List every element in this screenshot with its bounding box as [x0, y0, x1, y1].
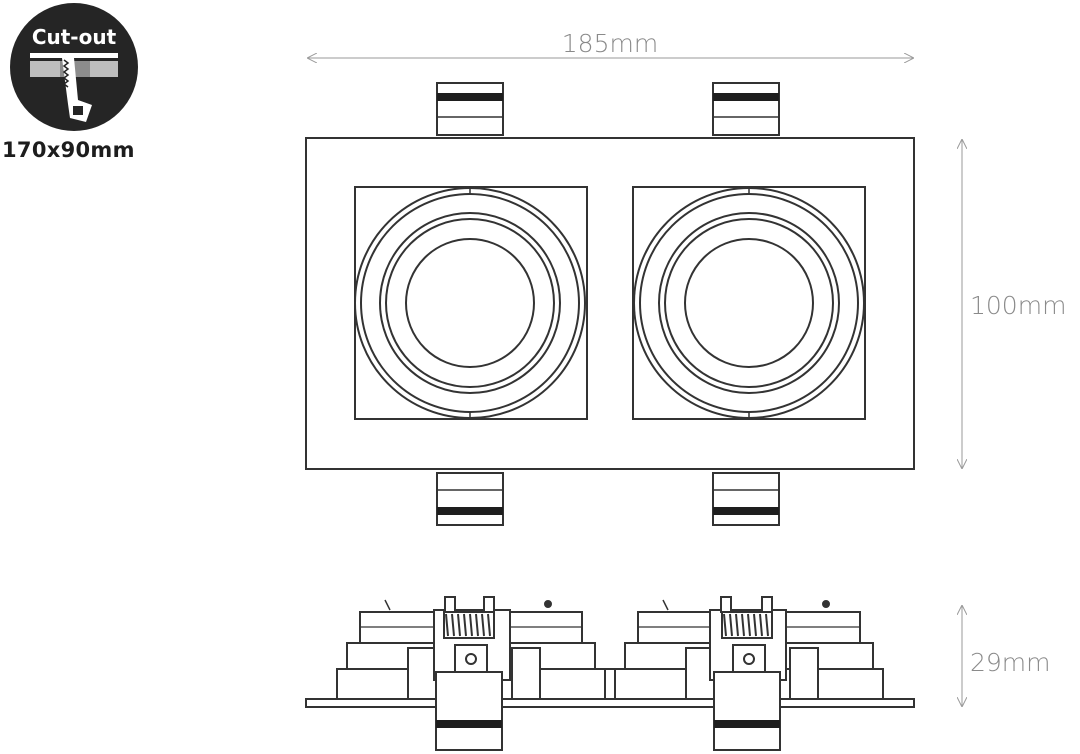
dimension-width: 185mm [308, 29, 913, 58]
spring-clip-top-left [436, 82, 504, 136]
top-view [305, 82, 915, 526]
width-label: 185mm [562, 29, 658, 58]
side-view [305, 596, 915, 751]
depth-label: 29mm [970, 648, 1051, 677]
badge-label: Cut-out [32, 25, 117, 49]
cutout-size: 170x90mm [2, 138, 135, 162]
spot-left [354, 186, 588, 420]
saw-cut-icon [30, 53, 118, 122]
side-module-left [336, 596, 606, 751]
spring-clip-bottom-right [712, 472, 780, 526]
height-label: 100mm [970, 291, 1066, 320]
cutout-badge: Cut-out [10, 3, 138, 131]
spot-right [632, 186, 866, 420]
flange-plate [305, 698, 915, 708]
spring-clip-top-right [712, 82, 780, 136]
dimension-height: 100mm [962, 140, 1066, 468]
dimension-depth: 29mm [962, 606, 1051, 706]
side-module-right [614, 596, 884, 751]
spring-clip-bottom-left [436, 472, 504, 526]
